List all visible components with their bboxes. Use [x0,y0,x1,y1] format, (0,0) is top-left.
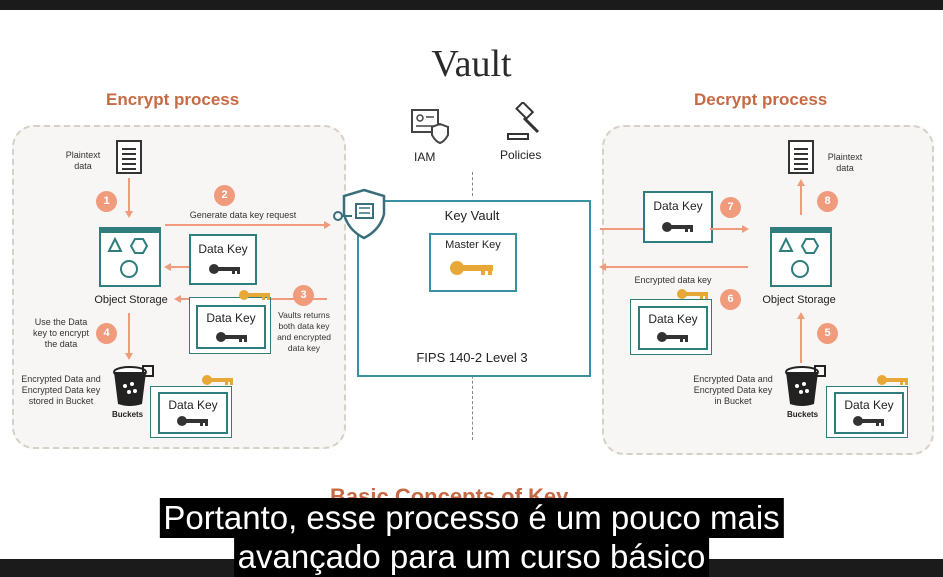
decrypt-bucket-data-key-box: Data Key [834,392,904,434]
decrypt-data-key-label-2: Data Key [648,312,698,326]
encrypt-key-icon-3 [176,414,210,432]
decrypt-arrow-8 [800,185,802,215]
slide-title: Vault [431,43,512,85]
encrypt-badge-3: 3 [293,285,314,306]
decrypt-bucket-data-key-label: Data Key [844,398,894,412]
decrypt-buckets-label: Buckets [787,410,819,419]
encrypt-badge-1: 1 [96,191,117,212]
decrypt-badge-6: 6 [720,289,741,310]
decrypt-document-icon [788,140,814,174]
encrypt-step3-label: Vaults returns both data key and encrypt… [277,310,331,353]
encrypt-gold-key-icon-1 [238,288,272,306]
encrypt-arrow-datakey [170,266,190,268]
decrypt-arrow-7b [710,228,743,230]
decrypt-arrow-7b-head [742,225,749,233]
subtitle-line-2: avançado para um curso básico [233,537,710,577]
encrypt-arrow-4 [128,313,130,353]
decrypt-arrow-6-head [599,263,606,271]
center-dashed-line-bottom [472,350,473,440]
key-vault-label: Key Vault [444,208,500,223]
decrypt-arrow-8-head [797,179,805,186]
decrypt-data-key-box: Data Key [643,191,713,243]
decrypt-object-storage-label: Object Storage [762,294,836,306]
decrypt-key-icon-3 [852,414,886,432]
subtitle-line-1: Portanto, esse processo é um pouco mais [159,498,784,538]
decrypt-data-key-label: Data Key [653,199,703,213]
encrypt-data-key-label: Data Key [198,242,248,256]
center-dashed-line-top [472,172,473,196]
encrypt-heading: Encrypt process [106,90,240,109]
encrypt-arrow-3-head [174,295,181,303]
decrypt-data-key-box-2: Data Key [638,306,708,350]
decrypt-plaintext-label: Plaintext data [827,152,863,173]
iam-label: IAM [414,150,436,164]
slide: Vault Encrypt process Plaintext data 1 O… [0,10,943,559]
encrypt-bucket-label: Encrypted Data and Encrypted Data key st… [21,374,101,406]
decrypt-badge-7: 7 [720,197,741,218]
encrypt-data-key-box-2: Data Key [196,305,266,349]
encrypt-step2-label: Generate data key request [189,210,297,220]
decrypt-bucket-icon [782,362,828,413]
encrypt-document-icon [116,140,142,174]
vault-shield-icon [332,186,390,247]
encrypt-arrow-4-head [125,353,133,360]
encrypt-badge-2: 2 [214,185,235,206]
iam-icon [410,106,450,151]
encrypt-arrow-1-head [125,211,133,218]
decrypt-gold-key-icon-2 [876,373,910,391]
decrypt-gold-key-icon-1 [676,287,710,305]
decrypt-key-icon-2 [656,330,690,348]
encrypt-arrow-datakey-head [164,263,171,271]
master-key-box: Master Key [429,233,517,292]
encrypt-key-icon-2 [215,330,249,348]
decrypt-heading: Decrypt process [694,90,828,109]
master-key-label: Master Key [445,239,501,251]
policies-label: Policies [500,148,542,162]
decrypt-arrow-5 [800,318,802,363]
encrypt-step4-label: Use the Data key to encrypt the data [32,317,90,349]
encrypt-data-key-box: Data Key [189,234,257,285]
decrypt-arrow-7a [600,228,644,230]
encrypt-arrow-2-head [324,221,331,229]
decrypt-bucket-label: Encrypted Data and Encrypted Data key in… [693,374,773,406]
encrypt-arrow-2 [165,224,325,226]
encrypt-plaintext-label: Plaintext data [65,150,101,171]
encrypt-object-storage-label: Object Storage [94,294,168,306]
encrypt-badge-4: 4 [96,323,117,344]
encrypt-bucket-data-key-label: Data Key [168,398,218,412]
decrypt-arrow-5-head [797,312,805,319]
decrypt-encrypted-key-label: Encrypted data key [634,275,712,285]
decrypt-badge-8: 8 [817,191,838,212]
encrypt-data-key-label-2: Data Key [206,311,256,325]
encrypt-key-icon-1 [208,262,242,280]
policies-gavel-icon [504,100,544,147]
fips-label: FIPS 140-2 Level 3 [416,350,528,365]
encrypt-bucket-data-key-box: Data Key [158,392,228,434]
encrypt-object-storage-icon [99,227,161,287]
master-key-icon [449,260,495,281]
encrypt-bucket-icon [110,362,156,413]
decrypt-arrow-6 [605,266,748,268]
decrypt-key-icon-1 [661,220,695,238]
decrypt-object-storage-icon [770,227,832,287]
decrypt-badge-5: 5 [817,323,838,344]
encrypt-buckets-label: Buckets [112,410,144,419]
encrypt-arrow-1 [128,178,130,212]
encrypt-gold-key-icon-2 [201,373,235,391]
